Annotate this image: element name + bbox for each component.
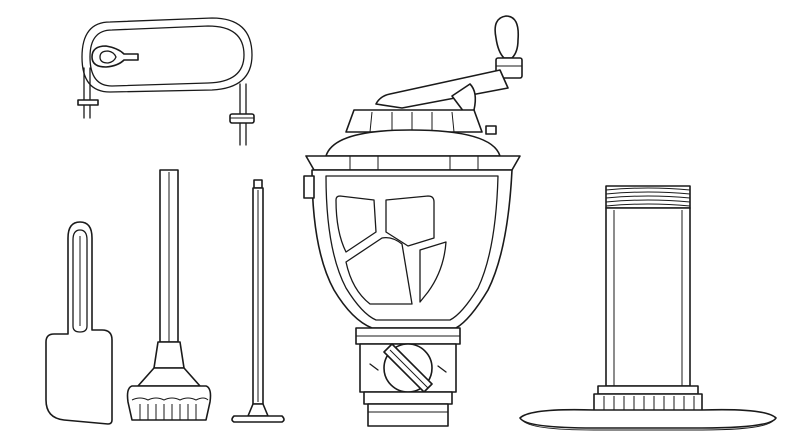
extension-tube-icon xyxy=(519,185,777,431)
spatula-icon xyxy=(45,221,113,425)
pusher-rod-icon xyxy=(126,169,212,421)
wire-slicer-icon xyxy=(77,17,255,146)
skewer-icon xyxy=(231,179,285,423)
crank-machine-icon xyxy=(303,15,523,427)
